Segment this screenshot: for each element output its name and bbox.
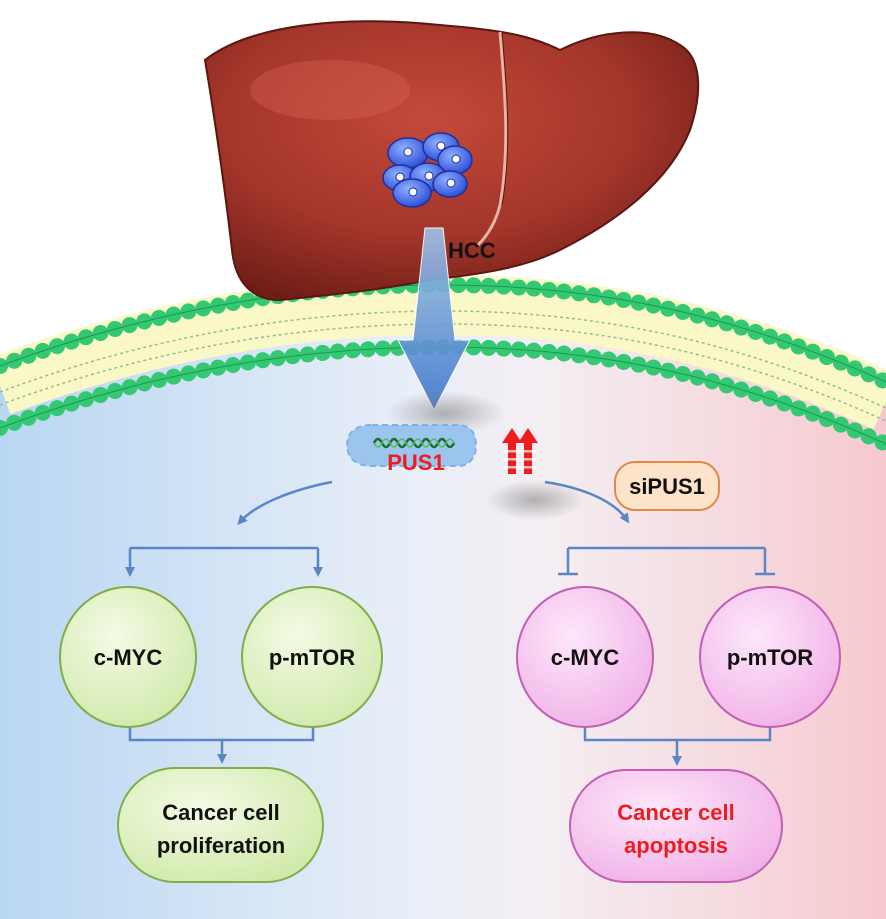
left-cmyc-label: c-MYC (94, 645, 163, 670)
right-pmtor-node: p-mTOR (699, 586, 841, 728)
left-pmtor-node: p-mTOR (241, 586, 383, 728)
pus1-node: PUS1 (345, 424, 478, 475)
right-branch-connector (558, 546, 775, 766)
left-cmyc-node: c-MYC (59, 586, 197, 728)
tumor-cell-cluster (382, 132, 473, 208)
left-branch-connector (125, 546, 323, 764)
pus1-label: PUS1 (387, 450, 444, 475)
curved-arrow-right (544, 480, 630, 524)
sipus1-label: siPUS1 (629, 474, 705, 499)
cell-interior-background (0, 300, 886, 919)
right-outcome-line1: Cancer cell (617, 800, 734, 825)
right-cmyc-node: c-MYC (516, 586, 654, 728)
sipus1-box: siPUS1 (614, 461, 720, 511)
left-pmtor-label: p-mTOR (269, 645, 355, 670)
hcc-label: HCC (448, 238, 496, 263)
double-up-arrow-icon (502, 428, 538, 474)
right-pmtor-label: p-mTOR (727, 645, 813, 670)
right-outcome-line2: apoptosis (624, 833, 728, 858)
curved-arrow-left (237, 480, 333, 525)
left-outcome-line2: proliferation (157, 833, 285, 858)
left-outcome-node: Cancer cell proliferation (117, 767, 324, 883)
left-outcome-line1: Cancer cell (162, 800, 279, 825)
right-cmyc-label: c-MYC (551, 645, 620, 670)
right-outcome-node: Cancer cell apoptosis (569, 769, 783, 883)
